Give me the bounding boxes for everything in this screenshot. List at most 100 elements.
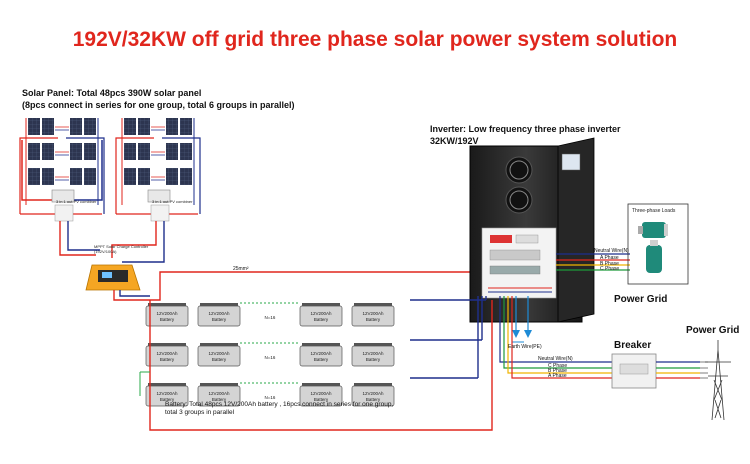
solar-panel	[166, 118, 178, 135]
pv-combiner-box	[51, 189, 75, 203]
battery-description-2: total 3 groups in parallel	[165, 409, 235, 416]
wire-neutral-grid: Neutral Wire(N)	[538, 356, 573, 362]
wire-earth: Earth Wire(PE)	[508, 344, 542, 350]
solar-panel	[28, 118, 40, 135]
battery-type-label: Battery	[160, 357, 175, 362]
solar-panel	[42, 143, 54, 160]
loads-box	[627, 203, 689, 285]
series-count-label: N=16	[265, 395, 276, 400]
battery-positive-bus	[149, 300, 493, 431]
page-title: 192V/32KW off grid three phase solar pow…	[72, 28, 678, 51]
power-grid-label-inverter: Power Grid	[614, 294, 668, 305]
solar-panel	[70, 168, 82, 185]
solar-panel	[124, 168, 136, 185]
wire-b-grid: B Phase	[548, 368, 567, 374]
solar-panel	[180, 118, 192, 135]
battery-model-label: 12V200Ah	[208, 351, 230, 356]
solar-panel	[70, 143, 82, 160]
solar-panel	[42, 168, 54, 185]
solar-panel-label: Solar Panel: Total 48pcs 390W solar pane…	[22, 88, 202, 98]
wire-a-grid: A Phase	[548, 373, 567, 379]
wire-c-grid: C Phase	[548, 363, 568, 369]
battery-type-label: Battery	[212, 357, 227, 362]
battery-type-label: Battery	[212, 317, 227, 322]
battery-type-label: Battery	[212, 397, 227, 402]
battery-model-label: 12V200Ah	[362, 311, 384, 316]
solar-panel	[84, 118, 96, 135]
solar-panel	[138, 143, 150, 160]
battery-model-label: 12V200Ah	[310, 311, 332, 316]
battery-model-label: 12V200Ah	[208, 311, 230, 316]
controller-label: MPPT Solar Charge Controller	[94, 244, 149, 249]
series-count-label: N=16	[265, 355, 276, 360]
battery-type-label: Battery	[314, 317, 329, 322]
solar-panel	[138, 168, 150, 185]
solar-panel	[42, 118, 54, 135]
battery-description: Battery: Total 48pcs 12V/200Ah battery ,…	[165, 401, 394, 408]
battery-model-label: 12V200Ah	[310, 351, 332, 356]
solar-panel	[124, 143, 136, 160]
solar-panel	[28, 168, 40, 185]
battery-model-label: 12V200Ah	[156, 391, 178, 396]
wire-b-top: B Phase	[600, 261, 619, 267]
cable-size-label: 25mm²	[233, 266, 249, 272]
wire-a-top: A Phase	[600, 255, 619, 261]
breaker-box	[611, 353, 657, 389]
battery-type-label: Battery	[160, 397, 175, 402]
solar-panel	[124, 118, 136, 135]
battery-type-label: Battery	[160, 317, 175, 322]
battery-type-label: Battery	[366, 397, 381, 402]
battery-model-label: 12V200Ah	[362, 351, 384, 356]
motor-pump-icon	[638, 222, 668, 273]
controller-positive-wire	[113, 271, 496, 301]
inverter-label: Inverter: Low frequency three phase inve…	[430, 124, 621, 134]
solar-panel	[166, 143, 178, 160]
wire-neutral-top: Neutral Wire(N)	[594, 248, 629, 254]
solar-panel-config: (8pcs connect in series for one group, t…	[22, 100, 295, 110]
loads-title: Three-phase Loads	[632, 208, 676, 214]
battery-bank: 12V200AhBattery12V200AhBattery12V200AhBa…	[145, 303, 395, 407]
controller-rating: (192V/100A)	[94, 249, 117, 254]
power-pylon-icon	[705, 340, 731, 421]
solar-panel	[180, 168, 192, 185]
battery-model-label: 12V200Ah	[310, 391, 332, 396]
power-grid-label-pylon: Power Grid	[686, 325, 740, 336]
battery-series-links	[240, 302, 300, 384]
combiner-label-right: 3 in 1 out PV combiner	[152, 199, 193, 204]
mppt-controller	[85, 264, 141, 291]
battery-model-label: 12V200Ah	[362, 391, 384, 396]
battery-model-label: 12V200Ah	[156, 351, 178, 356]
battery-type-label: Battery	[314, 397, 329, 402]
solar-panel	[180, 143, 192, 160]
solar-panel	[166, 168, 178, 185]
battery-model-label: 12V200Ah	[208, 391, 230, 396]
solar-panel	[138, 118, 150, 135]
series-count-label: N=16	[265, 315, 276, 320]
breaker-label: Breaker	[614, 340, 652, 351]
solar-panel	[84, 143, 96, 160]
inverter-cabinet	[469, 137, 595, 323]
solar-array-left	[19, 118, 105, 256]
solar-panel	[84, 168, 96, 185]
neutral-wire-grid	[499, 296, 612, 363]
solar-panel	[70, 118, 82, 135]
solar-panel	[28, 143, 40, 160]
battery-model-label: 12V200Ah	[156, 311, 178, 316]
combiner-label-left: 3 in 1 out PV combiner	[56, 199, 97, 204]
wire-c-top: C Phase	[600, 266, 620, 272]
earth-wires	[512, 296, 532, 343]
